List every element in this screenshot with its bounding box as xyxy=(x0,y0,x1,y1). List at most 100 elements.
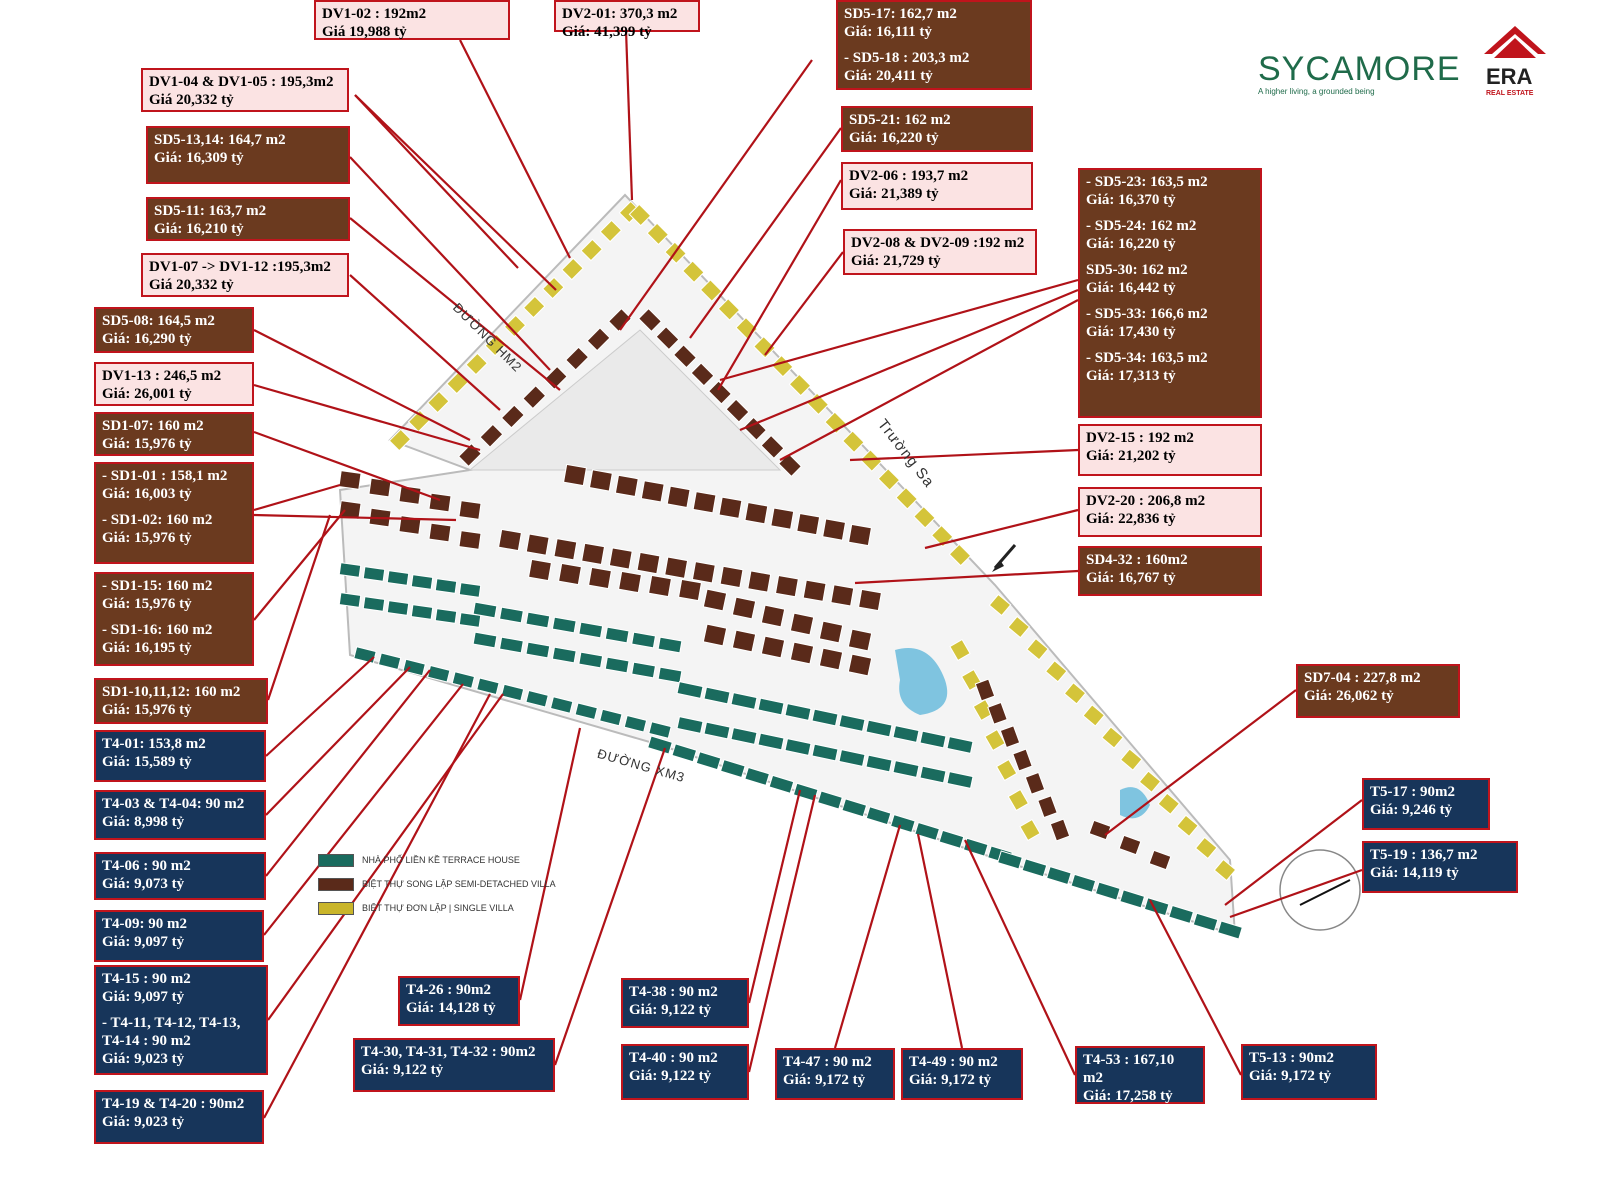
label-line: Giá: 16,220 tỷ xyxy=(1086,236,1176,252)
leader-line xyxy=(689,127,842,339)
lot xyxy=(640,480,665,503)
label-line: - SD5-23: 163,5 m2 xyxy=(1086,174,1208,190)
leader-line xyxy=(459,39,571,259)
lot xyxy=(338,562,362,578)
lot xyxy=(637,307,663,333)
lot xyxy=(558,562,582,586)
lot xyxy=(788,373,812,397)
lot xyxy=(549,696,574,714)
label-line: DV2-01: 370,3 m2 xyxy=(562,6,678,22)
lot xyxy=(988,593,1012,617)
lot xyxy=(525,689,549,708)
era-logo: ERA REAL ESTATE xyxy=(1482,24,1548,102)
label-line: - SD5-24: 162 m2 xyxy=(1086,218,1197,234)
label-line: Giá: 15,976 tỷ xyxy=(102,596,192,612)
lot xyxy=(1070,873,1097,893)
lot xyxy=(1094,881,1121,901)
lot xyxy=(498,528,522,552)
label-line: Giá: 8,998 tỷ xyxy=(102,814,185,830)
lot xyxy=(528,558,552,582)
label-line: SD5-11: 163,7 m2 xyxy=(154,203,267,219)
label-line: Giá: 16,442 tỷ xyxy=(1086,280,1176,296)
label-line xyxy=(1086,341,1254,349)
label-line: - SD5-34: 163,5 m2 xyxy=(1086,350,1208,366)
lot xyxy=(949,638,971,662)
lot xyxy=(838,714,866,732)
lot xyxy=(628,203,652,227)
lot xyxy=(655,326,680,351)
leader-line xyxy=(747,794,817,1073)
lot xyxy=(525,641,551,659)
lot xyxy=(889,813,916,834)
lot xyxy=(817,790,843,810)
lot xyxy=(1157,792,1181,815)
lot xyxy=(553,538,578,561)
lot xyxy=(623,714,648,733)
lot xyxy=(428,522,452,543)
label-line: Giá: 9,172 tỷ xyxy=(783,1072,866,1088)
label-line: DV1-07 -> DV1-12 :195,3m2 xyxy=(149,259,331,275)
lot xyxy=(1024,771,1046,795)
lot xyxy=(565,346,590,371)
leader-line xyxy=(263,693,491,1119)
lot xyxy=(690,362,715,387)
leader-line xyxy=(624,29,634,201)
lot xyxy=(691,561,716,584)
leader-line xyxy=(267,693,504,1021)
label-line: Giá: 21,202 tỷ xyxy=(1086,448,1176,464)
leader-line xyxy=(253,509,346,621)
lot xyxy=(770,507,795,530)
lot xyxy=(789,612,815,636)
lot xyxy=(802,579,827,602)
lot xyxy=(792,782,819,802)
lot xyxy=(717,298,741,321)
lot xyxy=(730,727,758,745)
leader-line xyxy=(1149,899,1242,1076)
label-line: Giá: 21,389 tỷ xyxy=(849,186,939,202)
leader-line xyxy=(253,430,441,502)
lot xyxy=(578,651,604,669)
label-line: SD5-08: 164,5 m2 xyxy=(102,313,215,329)
label-line: SD5-30: 162 m2 xyxy=(1086,262,1188,278)
label-line: Giá: 16,111 tỷ xyxy=(844,24,932,40)
lot xyxy=(588,566,612,590)
label-line: T4-03 & T4-04: 90 m2 xyxy=(102,796,245,812)
label-line xyxy=(102,1006,260,1014)
label-line: DV1-04 & DV1-05 : 195,3m2 xyxy=(149,74,334,90)
label-line xyxy=(102,613,246,621)
lot xyxy=(402,658,426,677)
lot xyxy=(744,766,771,787)
leader-line xyxy=(349,217,561,391)
lot xyxy=(692,491,717,514)
lot xyxy=(498,606,524,624)
lot xyxy=(768,774,795,794)
lot xyxy=(719,565,744,589)
lot xyxy=(580,238,603,262)
lot xyxy=(657,636,683,654)
lot xyxy=(702,588,728,612)
lot xyxy=(1007,615,1031,639)
lot xyxy=(999,725,1021,749)
label-line: Giá: 15,976 tỷ xyxy=(102,436,192,452)
label-line: T4-40 : 90 m2 xyxy=(629,1050,718,1066)
lot xyxy=(919,730,947,749)
leader-lines xyxy=(253,29,1363,1119)
lake xyxy=(895,648,1150,819)
lot xyxy=(525,533,550,556)
label-line: DV2-08 & DV2-09 :192 m2 xyxy=(851,235,1025,251)
leader-line xyxy=(349,156,551,371)
lot xyxy=(522,295,546,319)
lot xyxy=(1019,818,1041,842)
lot xyxy=(410,604,434,620)
label-line: SD5-13,14: 164,7 m2 xyxy=(154,132,286,148)
lot xyxy=(377,652,402,671)
label-line: - SD1-16: 160 m2 xyxy=(102,622,213,638)
